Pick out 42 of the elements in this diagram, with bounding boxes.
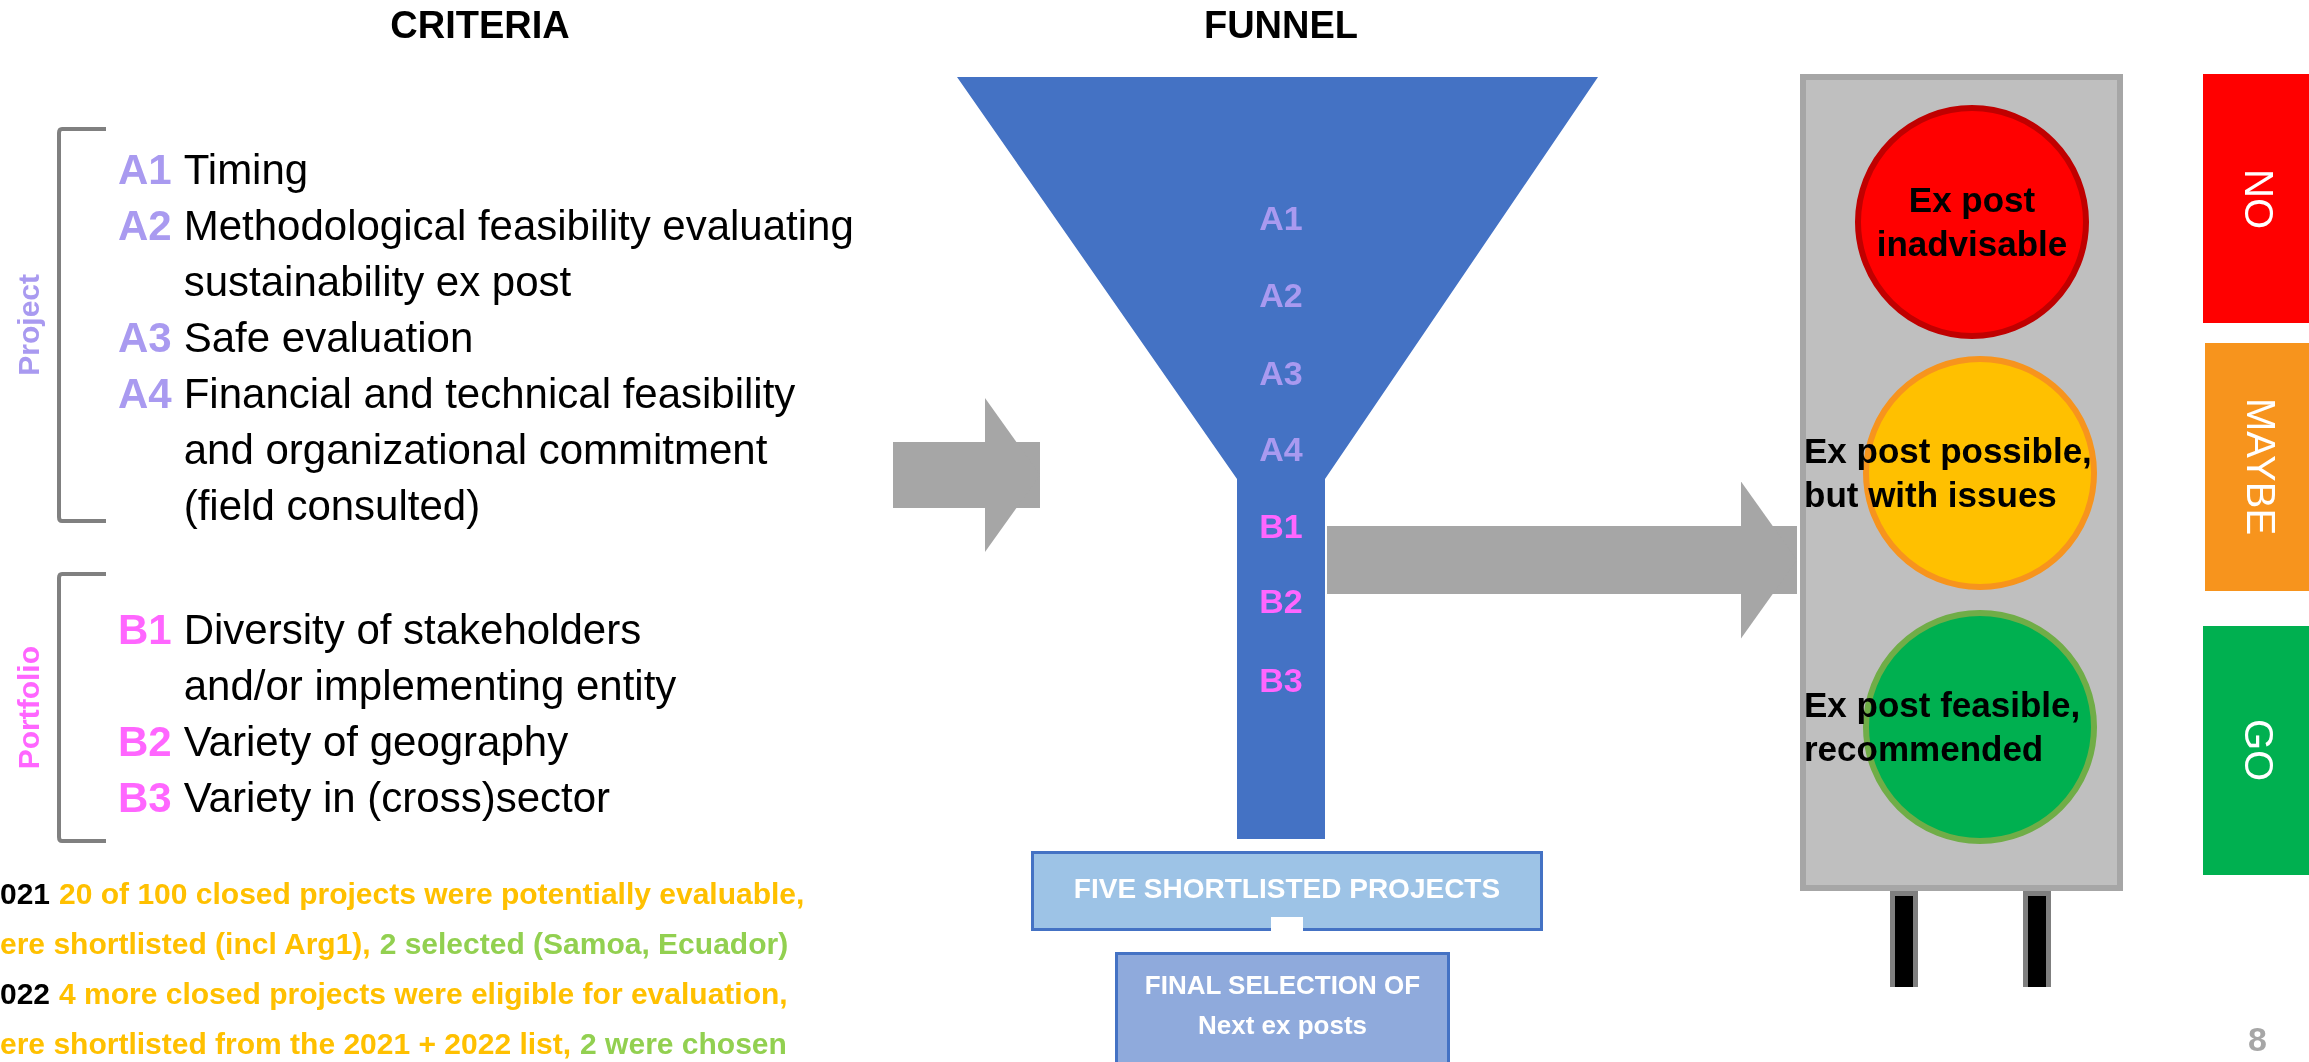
criterion-code: A4 — [1258, 429, 1304, 469]
criterion-code: B2 — [118, 717, 172, 767]
criterion-code: A3 — [118, 313, 172, 363]
criterion-text: Financial and technical feasibility and organizational commitment (field consulted) — [183, 369, 797, 531]
group-label: Portfolio — [12, 645, 46, 770]
note-text: 4 more closed projects were eligible for evaluation, — [59, 977, 788, 1010]
criterion-text: Variety of geography — [183, 717, 570, 767]
note-text: ere shortlisted (incl Arg1), — [0, 927, 371, 960]
criterion-code: A1 — [118, 145, 172, 195]
note-text: 20 of 100 closed projects were potentially evaluable, — [59, 877, 805, 910]
page-number: 8 — [2248, 1020, 2267, 1059]
criterion-text: Timing — [183, 145, 310, 195]
block-arrow — [1327, 481, 1797, 639]
criterion-text: Variety in (cross)sector — [183, 773, 612, 823]
process-box: FINAL SELECTION OF Next ex posts — [1115, 952, 1450, 1062]
criterion-code: B1 — [1258, 506, 1304, 546]
note-text: 021 — [0, 877, 51, 910]
note-text: ere shortlisted from the 2021 + 2022 list, — [0, 1027, 572, 1060]
section-heading: FUNNEL — [1202, 4, 1360, 47]
criterion-code: A2 — [118, 201, 172, 251]
criterion-code: A2 — [1258, 275, 1304, 315]
note-text: 022 — [0, 977, 51, 1010]
status-bar: NO — [2203, 74, 2309, 323]
note-text: 2 were chosen — [580, 1027, 787, 1060]
criterion-code: A4 — [118, 369, 172, 419]
lamp-text: Ex post inadvisable — [1875, 179, 2069, 265]
process-box: FIVE SHORTLISTED PROJECTS — [1031, 851, 1543, 931]
block-arrow — [893, 398, 1040, 552]
criterion-text: Diversity of stakeholders and/or implementing entity — [183, 605, 678, 711]
criterion-code: B2 — [1258, 581, 1304, 621]
section-heading: CRITERIA — [389, 4, 571, 47]
criterion-code: B1 — [118, 605, 172, 655]
criterion-code: B3 — [118, 773, 172, 823]
criterion-code: B3 — [1258, 660, 1304, 700]
note-text: 2 selected (Samoa, Ecuador) — [379, 927, 789, 960]
status-bar: GO — [2203, 626, 2309, 875]
group-label: Project — [12, 274, 46, 376]
criterion-code: A1 — [1258, 198, 1304, 238]
criterion-text: Safe evaluation — [183, 313, 475, 363]
status-bar: MAYBE — [2205, 343, 2309, 591]
criterion-text: Methodological feasibility evaluating sustainability ex post — [183, 201, 855, 307]
criterion-code: A3 — [1258, 353, 1304, 393]
